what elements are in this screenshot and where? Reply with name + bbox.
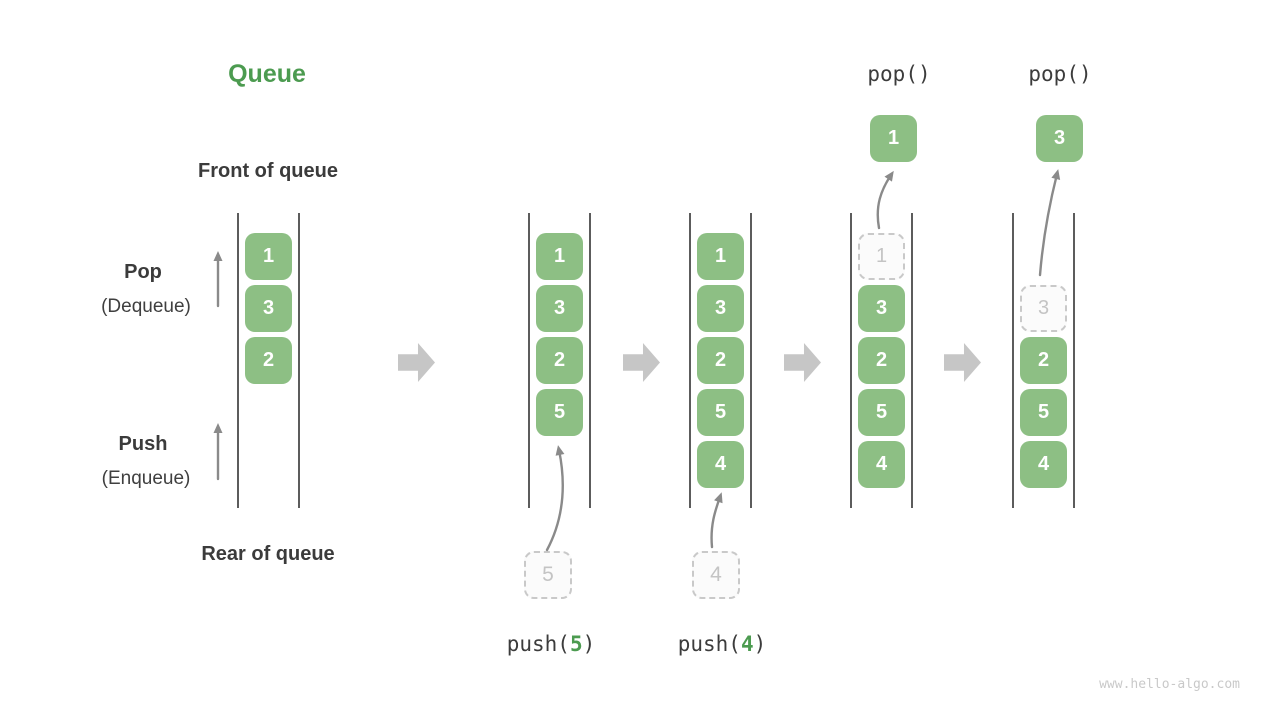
- transition-arrow-icon: [784, 343, 821, 382]
- enqueue-label: (Enqueue): [101, 468, 191, 489]
- queue-state-4: 1 3 2 5 4: [850, 213, 913, 508]
- queue-cell: 3: [697, 285, 744, 332]
- pop-operation-label: pop(): [867, 62, 931, 86]
- staged-push-value: 5: [524, 551, 572, 599]
- queue-cell-removed: 1: [858, 233, 905, 280]
- queue-cell: 4: [697, 441, 744, 488]
- queue-cell: 4: [858, 441, 905, 488]
- queue-cell: 5: [858, 389, 905, 436]
- queue-cell: 1: [536, 233, 583, 280]
- push-label: Push: [118, 433, 168, 455]
- push-operation-label: push(4): [678, 632, 767, 656]
- queue-state-2: 1 3 2 5: [528, 213, 591, 508]
- queue-cell: 2: [245, 337, 292, 384]
- pop-label: Pop: [124, 261, 162, 283]
- queue-state-5: 3 2 5 4: [1012, 213, 1075, 508]
- dequeue-label: (Dequeue): [101, 296, 191, 317]
- transition-arrow-icon: [398, 343, 435, 382]
- pop-operation-label: pop(): [1028, 62, 1092, 86]
- diagram-title: Queue: [228, 60, 306, 88]
- push-call-suffix: ): [753, 632, 767, 656]
- queue-cell: 1: [697, 233, 744, 280]
- queue-cell: 2: [858, 337, 905, 384]
- push-operation-label: push(5): [507, 632, 596, 656]
- popped-value-box: 3: [1036, 115, 1083, 162]
- queue-cell: 5: [697, 389, 744, 436]
- queue-state-3: 1 3 2 5 4: [689, 213, 752, 508]
- queue-cell: 4: [1020, 441, 1067, 488]
- queue-cell: 2: [536, 337, 583, 384]
- queue-state-1: 1 3 2: [237, 213, 300, 508]
- queue-cell: 5: [536, 389, 583, 436]
- queue-cell: 3: [536, 285, 583, 332]
- watermark: www.hello-algo.com: [1099, 677, 1240, 692]
- queue-cell: 5: [1020, 389, 1067, 436]
- queue-cell: 2: [1020, 337, 1067, 384]
- push-call-arg: 5: [569, 632, 583, 656]
- queue-cell: 3: [245, 285, 292, 332]
- queue-cell: 2: [697, 337, 744, 384]
- push-call-prefix: push(: [506, 632, 570, 656]
- queue-cell-removed: 3: [1020, 285, 1067, 332]
- front-of-queue-label: Front of queue: [198, 160, 338, 182]
- rear-of-queue-label: Rear of queue: [201, 543, 335, 565]
- push-call-suffix: ): [582, 632, 596, 656]
- queue-cell: 1: [245, 233, 292, 280]
- transition-arrow-icon: [623, 343, 660, 382]
- push-call-prefix: push(: [677, 632, 741, 656]
- staged-push-value: 4: [692, 551, 740, 599]
- transition-arrow-icon: [944, 343, 981, 382]
- queue-cell: 3: [858, 285, 905, 332]
- popped-value-box: 1: [870, 115, 917, 162]
- push-call-arg: 4: [740, 632, 754, 656]
